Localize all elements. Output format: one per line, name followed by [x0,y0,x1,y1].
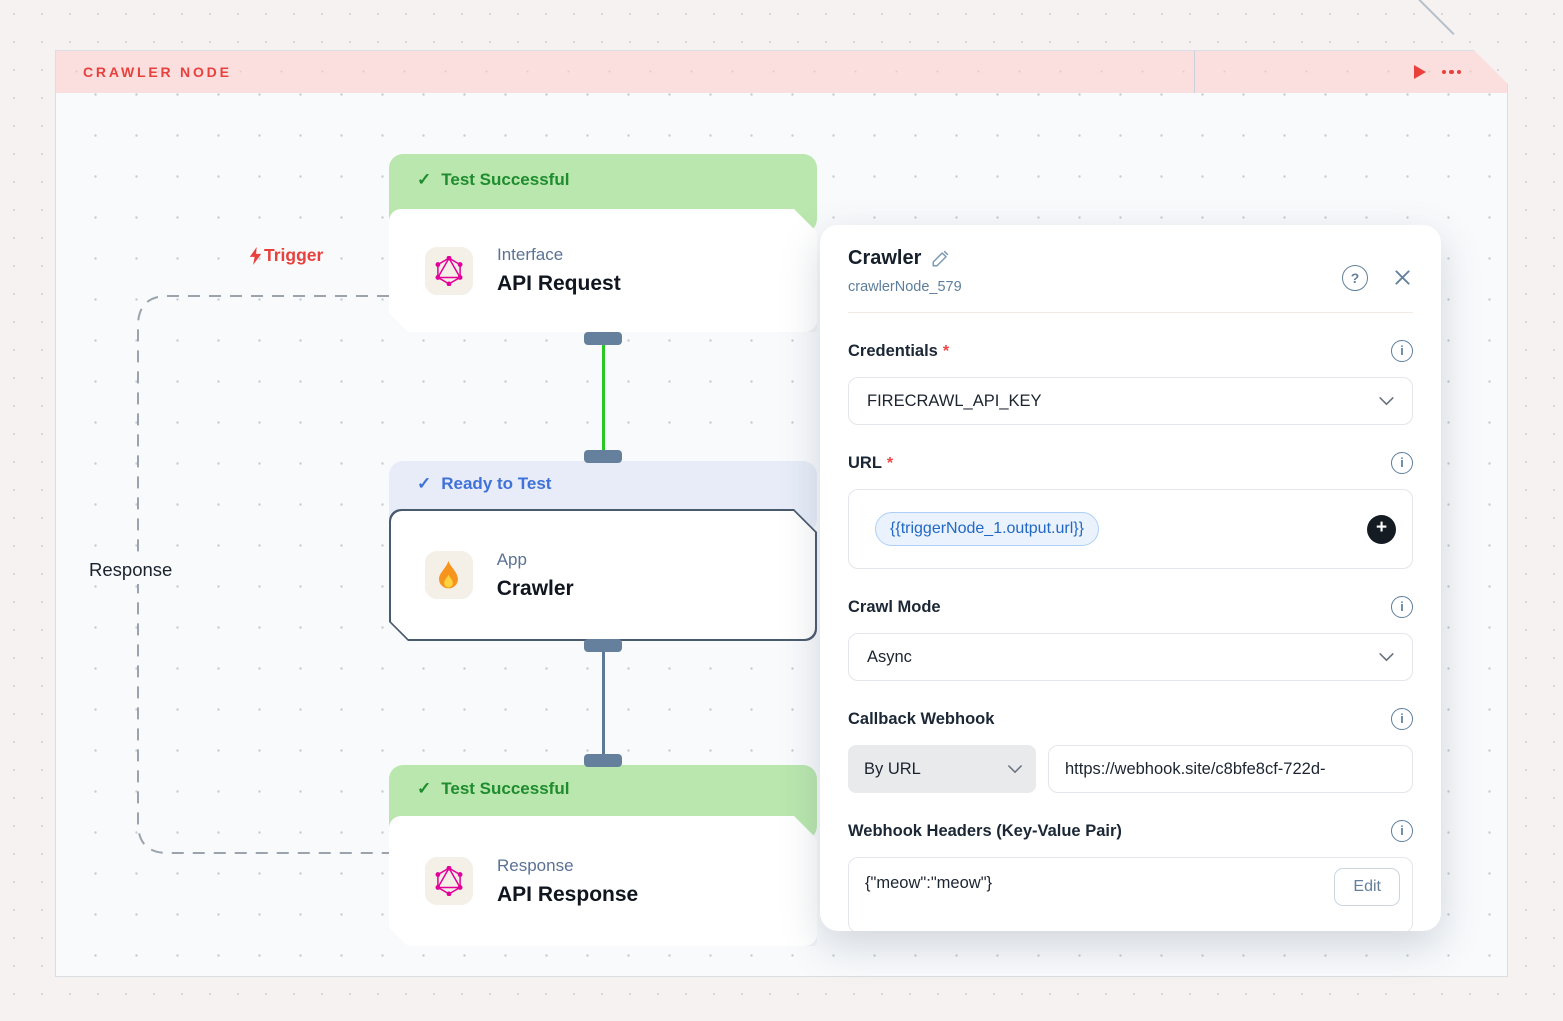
graphql-icon [425,247,473,295]
url-field[interactable]: {{triggerNode_1.output.url}} + [848,489,1413,569]
crawl-mode-label: Crawl Mode [848,597,941,616]
chevron-down-icon [1379,652,1394,661]
panel-node-id: crawlerNode_579 [848,279,962,295]
chevron-down-icon [1379,396,1394,405]
node-category: Interface [497,245,564,264]
status-text: Test Successful [441,779,570,798]
response-edge-label: Response [80,556,181,584]
node-api-response[interactable]: Response API Response [389,816,817,946]
status-text: Test Successful [441,170,570,189]
required-marker: * [942,342,950,360]
check-icon: ✓ [417,170,432,189]
connector-handle[interactable] [584,639,622,652]
panel-title: Crawler [848,247,922,269]
banner-divider [1194,51,1195,93]
credentials-select[interactable]: FIRECRAWL_API_KEY [848,377,1413,425]
webhook-headers-field[interactable]: {"meow":"meow"} Edit [848,857,1413,931]
crawl-mode-select[interactable]: Async [848,633,1413,681]
trigger-edge-label: Trigger [248,245,323,266]
response-loop-edge [56,51,1509,978]
node-category: Response [497,855,574,875]
corner-fold [1418,0,1455,36]
edge-node2-node3 [602,650,605,757]
panel-divider [848,312,1413,313]
webhook-url-input[interactable]: https://webhook.site/c8bfe8cf-722d- [1048,745,1413,793]
edit-headers-button[interactable]: Edit [1334,868,1400,906]
run-button[interactable] [1414,65,1426,79]
plus-icon: + [1375,517,1388,538]
connector-handle[interactable] [584,450,622,463]
check-icon: ✓ [417,779,432,798]
credentials-value: FIRECRAWL_API_KEY [867,391,1042,410]
group-title: CRAWLER NODE [83,64,232,80]
trigger-label-text: Trigger [264,245,324,265]
lightning-icon [248,247,263,265]
variable-chip[interactable]: {{triggerNode_1.output.url}} [875,512,1099,546]
required-marker: * [886,454,894,472]
edge-node1-node2 [602,343,605,453]
chevron-down-icon [1008,764,1022,773]
close-icon[interactable] [1392,267,1413,288]
crawl-mode-value: Async [867,647,912,666]
add-variable-button[interactable]: + [1367,514,1396,544]
connector-handle[interactable] [584,332,622,345]
graphql-icon [425,857,473,905]
info-icon[interactable]: i [1391,340,1413,362]
credentials-label: Credentials [848,341,938,360]
node-category: App [496,549,527,569]
info-icon[interactable]: i [1391,596,1413,618]
webhook-url-value: https://webhook.site/c8bfe8cf-722d- [1065,759,1326,778]
play-icon [1414,65,1426,79]
node-config-panel: Crawler crawlerNode_579 ? Credentials* i… [820,225,1441,931]
webhook-mode-value: By URL [864,759,921,778]
info-icon[interactable]: i [1391,820,1413,842]
node-title: Crawler [496,576,574,600]
webhook-mode-select[interactable]: By URL [848,745,1036,793]
callback-webhook-label: Callback Webhook [848,709,995,728]
fire-icon [425,551,473,599]
connector-handle[interactable] [584,754,622,767]
node-title: API Request [497,272,621,295]
info-icon[interactable]: i [1391,708,1413,730]
group-header-bar[interactable]: CRAWLER NODE [56,51,1507,93]
check-icon: ✓ [417,474,432,493]
node-api-request[interactable]: Interface API Request [389,209,817,332]
more-menu-button[interactable] [1442,70,1462,75]
help-button[interactable]: ? [1342,264,1368,291]
node-crawler[interactable]: App Crawler [389,509,817,641]
url-label: URL [848,453,882,472]
info-icon[interactable]: i [1391,452,1413,474]
edit-pencil-icon[interactable] [931,250,949,268]
webhook-headers-value: {"meow":"meow"} [865,874,993,892]
node-title: API Response [497,882,639,906]
status-text: Ready to Test [441,474,552,493]
webhook-headers-label: Webhook Headers (Key-Value Pair) [848,821,1122,840]
